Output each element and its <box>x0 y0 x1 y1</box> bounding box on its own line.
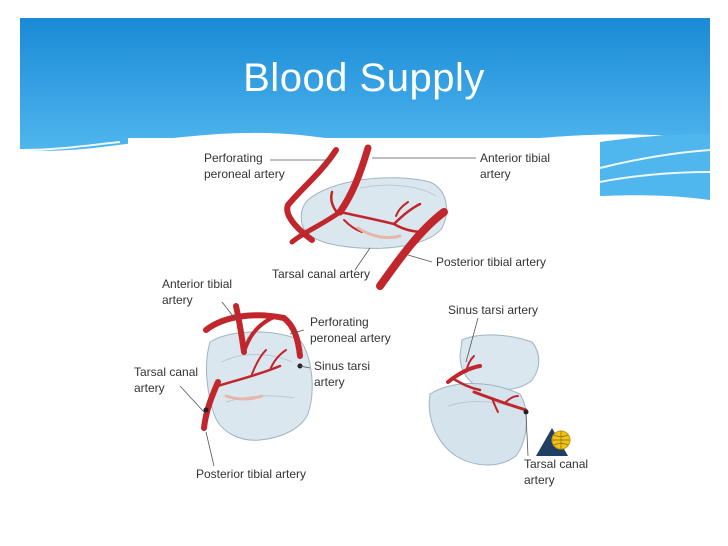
top-perforating-peroneal-label-2: peroneal artery <box>204 167 285 181</box>
left-perforating-peroneal-label-1: Perforating <box>310 315 369 329</box>
left-view-arteries <box>201 303 303 431</box>
right-sinus-tarsi-label: Sinus tarsi artery <box>448 303 538 317</box>
left-perforating-peroneal-label-2: peroneal artery <box>310 331 391 345</box>
top-perforating-peroneal-label-1: Perforating <box>204 151 263 165</box>
top-view-arteries <box>284 144 448 290</box>
left-anterior-tibial-label-2: artery <box>162 293 193 307</box>
left-sinus-tarsi-label-1: Sinus tarsi <box>314 359 370 373</box>
left-tarsal-canal-label-2: artery <box>134 381 165 395</box>
right-sinus-tarsi-artery <box>446 364 482 384</box>
top-anterior-tibial-artery <box>336 144 372 216</box>
slide-title: Blood Supply <box>243 56 485 100</box>
left-anterior-tibial-label-1: Anterior tibial <box>162 277 232 291</box>
left-posterior-tibial-label: Posterior tibial artery <box>196 467 306 481</box>
right-tarsal-canal-label-1: Tarsal canal <box>524 457 588 471</box>
right-view-talus <box>428 334 540 466</box>
top-anterior-tibial-label-1: Anterior tibial <box>480 151 550 165</box>
top-tarsal-canal-label: Tarsal canal artery <box>272 267 370 281</box>
top-anterior-tibial-label-2: artery <box>480 167 511 181</box>
top-perforating-peroneal-artery <box>284 147 339 243</box>
right-view-arteries <box>446 355 529 415</box>
top-posterior-tibial-label: Posterior tibial artery <box>436 255 546 269</box>
header-band <box>19 18 711 200</box>
right-tarsal-canal-artery <box>472 390 528 412</box>
left-sinus-tarsi-label-2: artery <box>314 375 345 389</box>
left-posterior-tibial-artery <box>201 379 221 431</box>
left-tarsal-canal-label-1: Tarsal canal <box>134 365 198 379</box>
top-posterior-tibial-artery <box>376 208 448 290</box>
right-tarsal-canal-label-2: artery <box>524 473 555 487</box>
publisher-globe-logo <box>536 428 571 456</box>
left-perforating-peroneal-artery <box>203 312 303 359</box>
